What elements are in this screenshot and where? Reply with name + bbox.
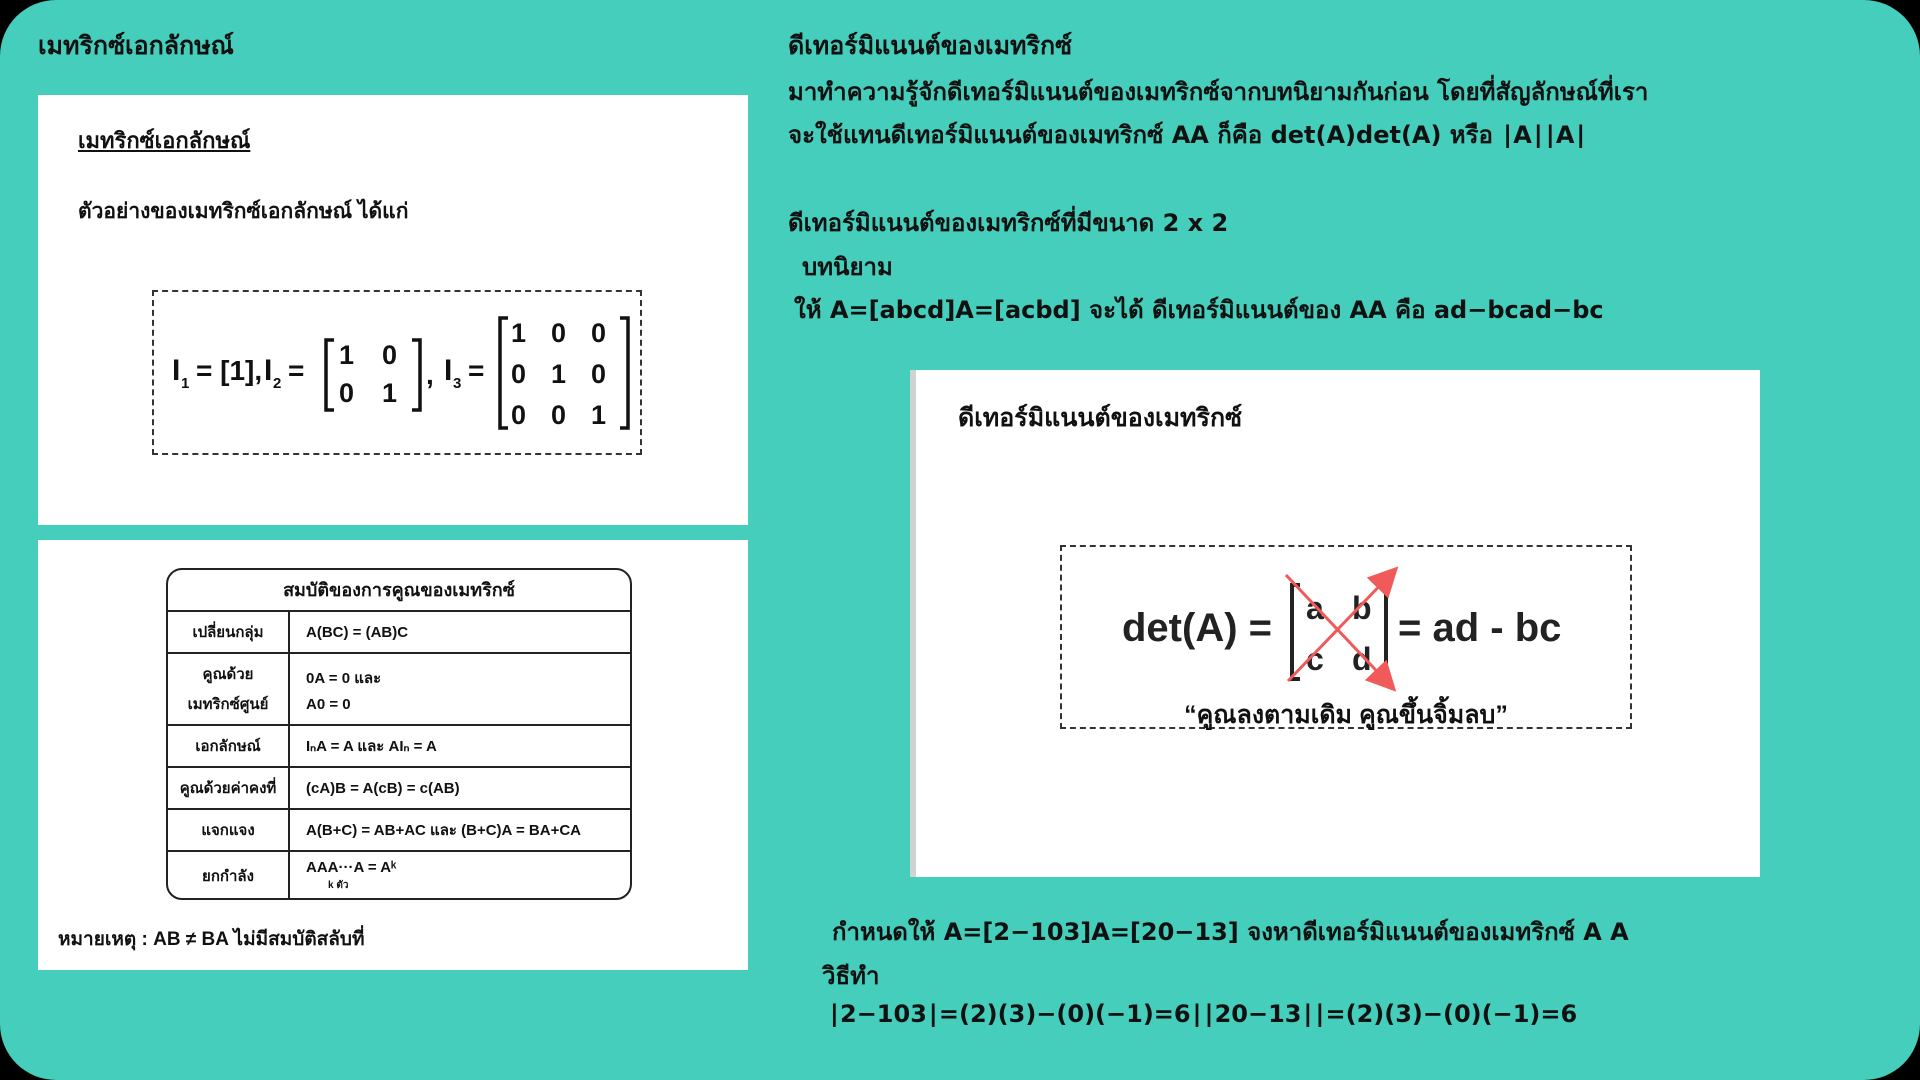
m3-cell: 0	[591, 318, 606, 348]
m3-cell: 0	[511, 400, 526, 430]
identity-matrices-formula: I 1 = [1], I 2 = 1 0 0 1 , I 3 =	[172, 316, 630, 430]
row-name: เมทริกซ์ศูนย์	[187, 696, 269, 713]
i1-symbol: I	[172, 354, 180, 387]
i2-symbol: I	[264, 354, 272, 387]
determinant-card: ดีเทอร์มิแนนต์ของเมทริกซ์ det(A) = a b c…	[910, 370, 1760, 877]
m3-cell: 1	[511, 318, 526, 348]
identity-card-title: เมทริกซ์เอกลักษณ์	[78, 128, 251, 153]
m3-left-bracket	[498, 316, 508, 430]
table-row: คูณด้วยค่าคงที่ (cA)B = A(cB) = c(AB)	[168, 768, 630, 810]
determinant-card-title: ดีเทอร์มิแนนต์ของเมทริกซ์	[958, 404, 1243, 432]
intro-line-1: มาทำความรู้จักดีเทอร์มิแนนต์ของเมทริกซ์จ…	[788, 78, 1649, 106]
properties-note: หมายเหตุ : AB ≠ BA ไม่มีสมบัติสลับที่	[58, 929, 365, 950]
definition-label: บทนิยาม	[802, 253, 893, 281]
i2-subscript: 2	[273, 375, 281, 392]
up-diagonal-arrow	[1286, 566, 1399, 683]
row-value: (cA)B = A(cB) = c(AB)	[306, 779, 460, 797]
row-value: A0 = 0	[306, 695, 351, 713]
row-name: ยกกำลัง	[202, 868, 254, 885]
properties-table: สมบัติของการคูณของเมทริกซ์ เปลี่ยนกลุ่ม …	[166, 568, 632, 900]
row-value: IₙA = A และ AIₙ = A	[306, 738, 437, 755]
example-line-1: กำหนดให้ A=[2−103]A=[20−13] จงหาดีเทอร์ม…	[832, 918, 1629, 946]
i3-subscript: 3	[453, 375, 461, 392]
right-heading: ดีเทอร์มิแนนต์ของเมทริกซ์	[788, 31, 1073, 60]
m3-cell: 1	[591, 400, 606, 430]
determinant-caption: “คูณลงตามเดิม คูณขึ้นจิ้มลบ”	[1184, 701, 1508, 729]
determinant-formula: det(A) = a b c d = ad - bc	[1122, 566, 1561, 692]
m2-cell: 0	[339, 378, 354, 408]
comma: ,	[426, 359, 434, 390]
i1-subscript: 1	[181, 375, 189, 392]
table-row: เปลี่ยนกลุ่ม A(BC) = (AB)C	[168, 612, 630, 654]
m3-cell: 1	[551, 359, 566, 389]
i3-equals: =	[468, 355, 484, 386]
i1-equals: = [1],	[196, 355, 262, 386]
det-rhs: = ad - bc	[1398, 606, 1561, 650]
example-line-2: วิธีทำ	[822, 962, 880, 990]
m2-cell: 1	[339, 340, 354, 370]
multiplication-properties-card: สมบัติของการคูณของเมทริกซ์ เปลี่ยนกลุ่ม …	[38, 540, 748, 970]
row-value: AAA···A = Aᵏ	[306, 859, 397, 876]
i2-equals: =	[288, 355, 304, 386]
example-line-3: ∣2−103∣=(2)(3)−(0)(−1)=6∣∣20−13∣∣=(2)(3)…	[828, 1000, 1578, 1028]
table-row: เอกลักษณ์ IₙA = A และ AIₙ = A	[168, 726, 630, 768]
m2-left-bracket	[324, 338, 334, 412]
row-name: เปลี่ยนกลุ่ม	[192, 624, 264, 641]
definition-text: ให้ A=[abcd]A=[acbd] จะได้ ดีเทอร์มิแนนต…	[794, 296, 1604, 324]
det-right-bracket	[1378, 583, 1388, 681]
size-2x2-heading: ดีเทอร์มิแนนต์ของเมทริกซ์ที่มีขนาด 2 x 2	[788, 209, 1229, 237]
row-name: เอกลักษณ์	[195, 738, 261, 755]
row-name: แจกแจง	[201, 822, 255, 839]
m3-right-bracket	[620, 316, 630, 430]
identity-card-subtitle: ตัวอย่างของเมทริกซ์เอกลักษณ์ ได้แก่	[78, 200, 409, 223]
m2-right-bracket	[412, 338, 422, 412]
det-cell: a	[1306, 590, 1324, 626]
i3-symbol: I	[444, 354, 452, 387]
det-lhs: det(A) =	[1122, 606, 1272, 650]
table-row: คูณด้วย เมทริกซ์ศูนย์ 0A = 0 และ A0 = 0	[168, 654, 630, 726]
row-subnote: k ตัว	[328, 880, 349, 891]
m3-cell: 0	[591, 359, 606, 389]
row-name: คูณด้วย	[202, 666, 254, 683]
det-left-bracket	[1290, 583, 1300, 681]
m3-cell: 0	[551, 318, 566, 348]
m2-cell: 1	[382, 378, 397, 408]
identity-matrix-card: เมทริกซ์เอกลักษณ์ ตัวอย่างของเมทริกซ์เอก…	[38, 95, 748, 525]
identity-example-box: I 1 = [1], I 2 = 1 0 0 1 , I 3 =	[152, 290, 642, 455]
row-value: 0A = 0 และ	[306, 669, 382, 687]
m2-cell: 0	[382, 340, 397, 370]
row-value: A(BC) = (AB)C	[306, 623, 409, 641]
determinant-formula-box: det(A) = a b c d = ad - bc “คูณลงตามเดิม…	[1060, 545, 1632, 729]
row-value: A(B+C) = AB+AC และ (B+C)A = BA+CA	[306, 822, 582, 839]
m3-cell: 0	[511, 359, 526, 389]
row-name: คูณด้วยค่าคงที่	[179, 780, 277, 797]
table-row: ยกกำลัง AAA···A = Aᵏ k ตัว	[168, 852, 630, 898]
intro-line-2: จะใช้แทนดีเทอร์มิแนนต์ของเมทริกซ์ AA ก็ค…	[788, 121, 1587, 149]
table-title: สมบัติของการคูณของเมทริกซ์	[168, 570, 630, 612]
table-row: แจกแจง A(B+C) = AB+AC และ (B+C)A = BA+CA	[168, 810, 630, 852]
m3-cell: 0	[551, 400, 566, 430]
left-heading: เมทริกซ์เอกลักษณ์	[38, 31, 234, 60]
